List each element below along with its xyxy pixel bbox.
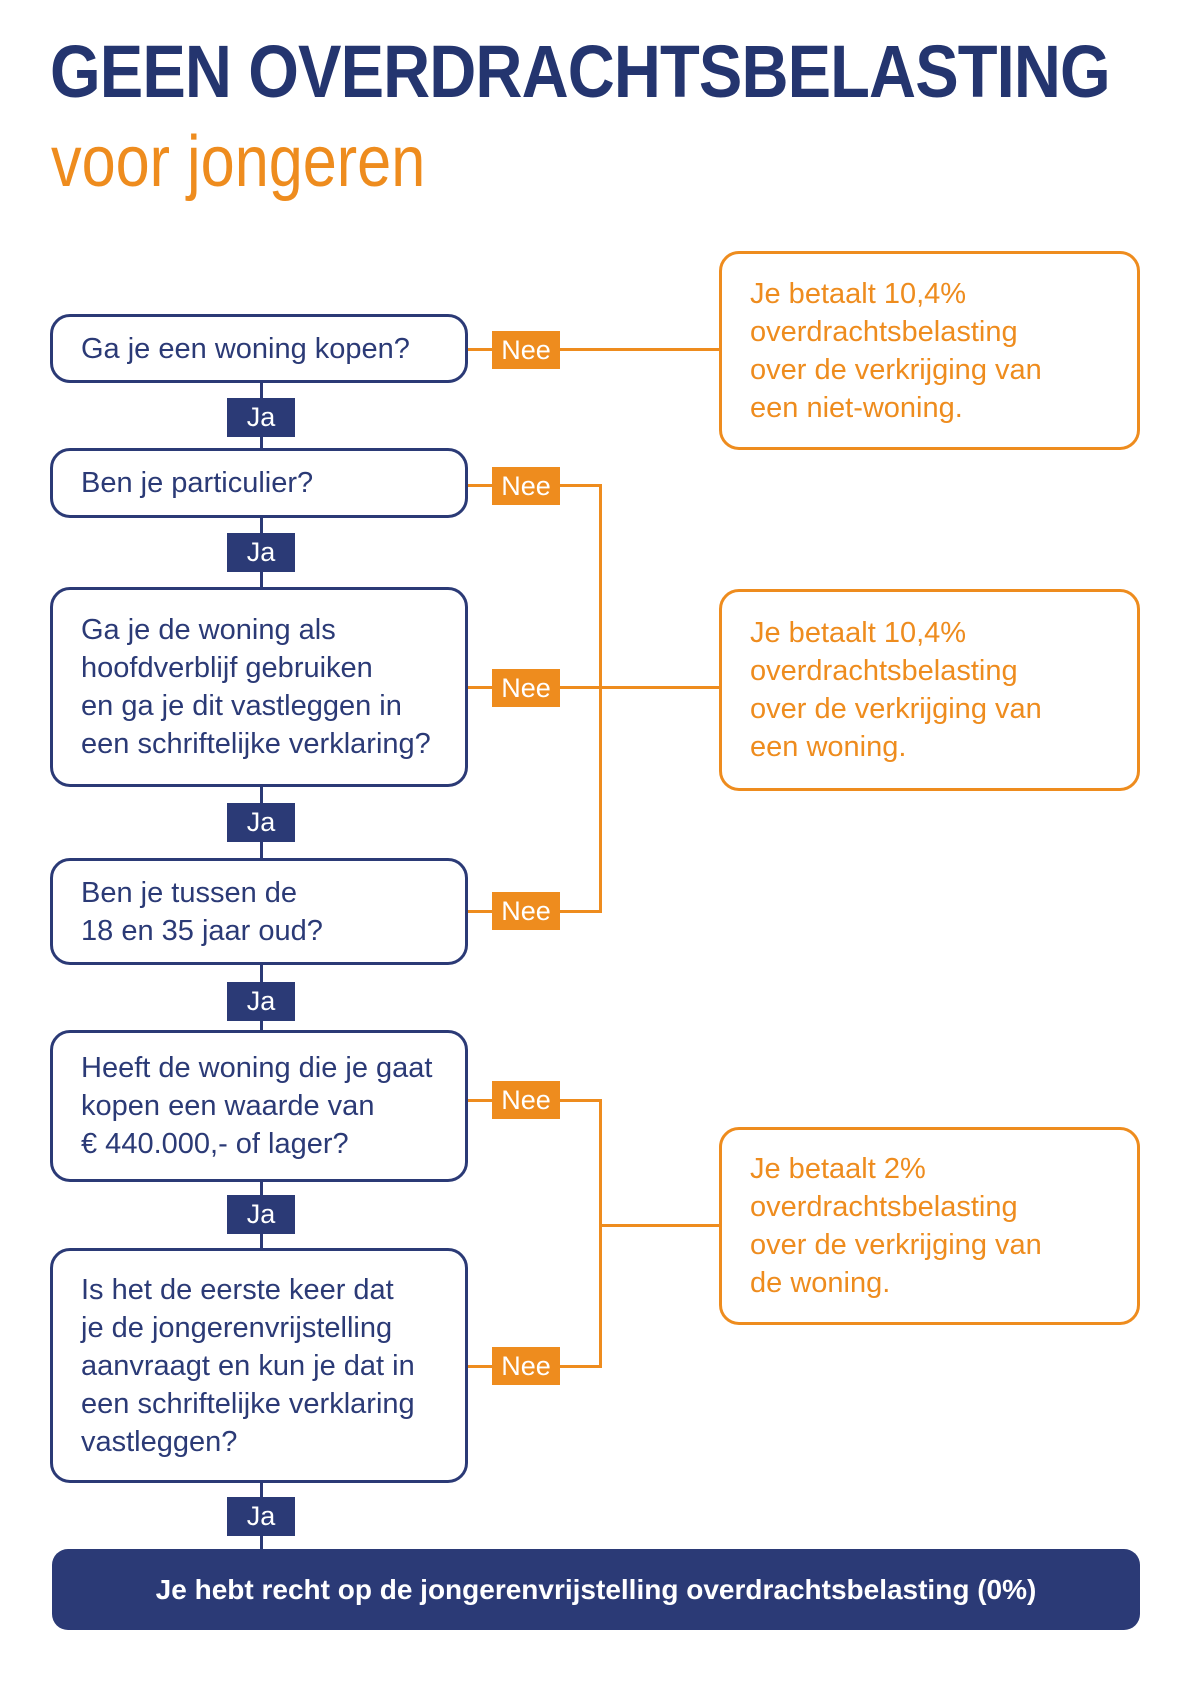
yes-badge-3: Ja [227,803,295,842]
outcome-box-2: Je betaalt 10,4% overdrachtsbelasting ov… [719,589,1140,791]
yes-badge-6: Ja [227,1497,295,1536]
connector-vline-lower [599,1099,602,1368]
question-text-1: Ga je een woning kopen? [81,332,410,365]
connector-nee5-vline [560,1099,602,1102]
yes-badge-5: Ja [227,1195,295,1234]
connector-q1-nee [468,348,492,351]
yes-badge-4: Ja [227,982,295,1021]
connector-q5-nee [468,1099,492,1102]
no-badge-3: Nee [492,669,560,707]
page-title: GEEN OVERDRACHTSBELASTING [50,30,1111,113]
connector-nee2-vline [560,484,602,487]
connector-nee3-outcome2 [560,686,719,689]
connector-q3-nee [468,686,492,689]
final-result-banner: Je hebt recht op de jongerenvrijstelling… [52,1549,1140,1630]
no-badge-5: Nee [492,1081,560,1119]
no-badge-6: Nee [492,1347,560,1385]
question-box-4: Ben je tussen de 18 en 35 jaar oud? [50,858,468,965]
outcome-box-1: Je betaalt 10,4% overdrachtsbelasting ov… [719,251,1140,450]
connector-vline-upper [599,484,602,913]
final-result-text: Je hebt recht op de jongerenvrijstelling… [155,1573,1037,1605]
question-text-4: Ben je tussen de 18 en 35 jaar oud? [81,876,323,947]
no-badge-2: Nee [492,467,560,505]
connector-nee1-outcome1 [560,348,719,351]
connector-q4-nee [468,910,492,913]
question-text-2: Ben je particulier? [81,467,314,499]
outcome-box-3: Je betaalt 2% overdrachtsbelasting over … [719,1127,1140,1325]
outcome-text-1: Je betaalt 10,4% overdrachtsbelasting ov… [750,277,1042,424]
yes-badge-1: Ja [227,398,295,437]
question-box-3: Ga je de woning als hoofdverblijf gebrui… [50,587,468,787]
no-badge-1: Nee [492,331,560,369]
connector-nee4-vline [560,910,602,913]
connector-spine [260,383,263,1549]
question-text-3: Ga je de woning als hoofdverblijf gebrui… [81,614,431,760]
question-text-6: Is het de eerste keer dat je de jongeren… [81,1273,415,1458]
connector-nee6-vline [560,1365,602,1368]
question-box-5: Heeft de woning die je gaat kopen een wa… [50,1030,468,1182]
question-box-1: Ga je een woning kopen? [50,314,468,383]
yes-badge-2: Ja [227,533,295,572]
connector-branch-outcome3 [599,1224,720,1227]
question-box-6: Is het de eerste keer dat je de jongeren… [50,1248,468,1483]
connector-q2-nee [468,484,492,487]
question-text-5: Heeft de woning die je gaat kopen een wa… [81,1052,433,1160]
page-subtitle: voor jongeren [51,122,426,202]
outcome-text-3: Je betaalt 2% overdrachtsbelasting over … [750,1153,1042,1299]
connector-q6-nee [468,1365,492,1368]
outcome-text-2: Je betaalt 10,4% overdrachtsbelasting ov… [750,617,1042,763]
no-badge-4: Nee [492,892,560,930]
question-box-2: Ben je particulier? [50,448,468,518]
